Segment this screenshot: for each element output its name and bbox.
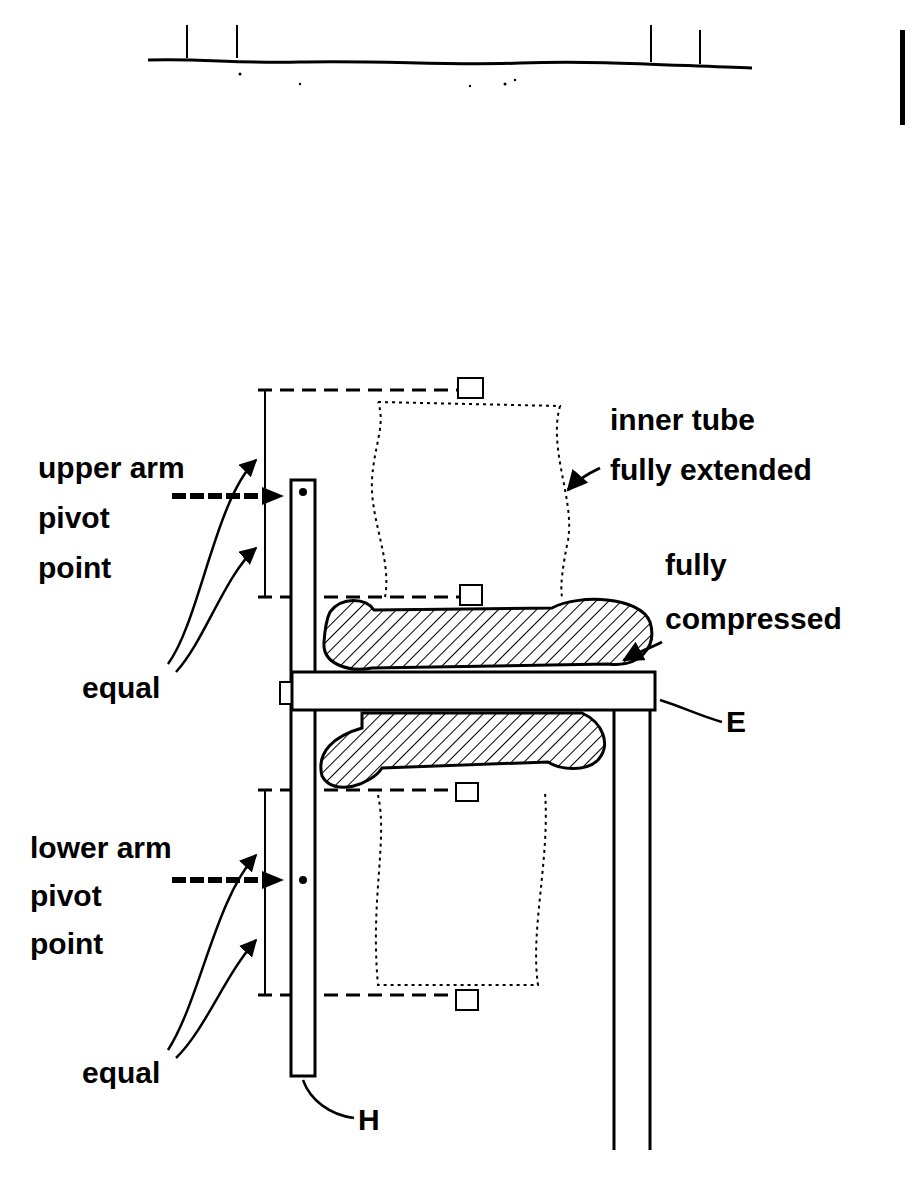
tick-mark bbox=[699, 30, 701, 64]
leader-line bbox=[176, 940, 256, 1058]
pivot-hole bbox=[299, 876, 307, 884]
upright-bar bbox=[291, 480, 315, 1076]
pointer-arrow bbox=[172, 493, 266, 499]
leg-line bbox=[613, 710, 616, 1150]
leader-line bbox=[303, 1080, 354, 1118]
leader-line bbox=[168, 855, 256, 1050]
part-letter: E bbox=[726, 702, 746, 742]
speck bbox=[504, 83, 507, 86]
speck bbox=[514, 79, 516, 81]
extended-tube-outline bbox=[372, 402, 569, 597]
edge-bar bbox=[900, 30, 905, 125]
leg-line bbox=[649, 710, 652, 1150]
compressed-tube bbox=[324, 599, 652, 669]
leader-line bbox=[176, 548, 256, 672]
pivot-label: lower arm pivot point bbox=[30, 824, 180, 968]
tick-mark bbox=[650, 25, 652, 62]
pivot-label: upper arm pivot point bbox=[38, 443, 188, 593]
arrow-head bbox=[262, 871, 284, 889]
speck bbox=[469, 85, 471, 87]
compressed-tube bbox=[321, 713, 605, 787]
level-line bbox=[258, 389, 458, 392]
part-label: inner tube fully extended bbox=[610, 395, 820, 495]
pivot-hole bbox=[299, 488, 307, 496]
plate-tab bbox=[280, 682, 292, 704]
valve-stem bbox=[456, 783, 478, 801]
speck bbox=[299, 83, 301, 85]
leader-line bbox=[624, 642, 662, 660]
extended-tube-outline bbox=[376, 792, 546, 985]
valve-stem bbox=[460, 585, 482, 605]
part-letter: H bbox=[358, 1100, 380, 1140]
level-line bbox=[258, 596, 460, 599]
level-line bbox=[258, 994, 456, 997]
leader-line bbox=[568, 468, 600, 490]
tick-mark bbox=[186, 25, 188, 58]
valve-stem bbox=[458, 378, 483, 398]
arrow-head bbox=[262, 487, 284, 505]
equal-label: equal bbox=[82, 668, 160, 708]
part-label: fully compressed bbox=[665, 538, 865, 646]
equal-label: equal bbox=[82, 1053, 160, 1093]
leader-line bbox=[660, 700, 722, 722]
ground-line bbox=[148, 60, 752, 68]
level-line bbox=[258, 789, 456, 792]
plate bbox=[292, 672, 655, 710]
dimension-bracket bbox=[258, 790, 272, 995]
speck bbox=[239, 73, 242, 76]
pointer-arrow bbox=[172, 877, 266, 883]
valve-stem bbox=[456, 990, 478, 1010]
tick-mark bbox=[236, 25, 238, 58]
